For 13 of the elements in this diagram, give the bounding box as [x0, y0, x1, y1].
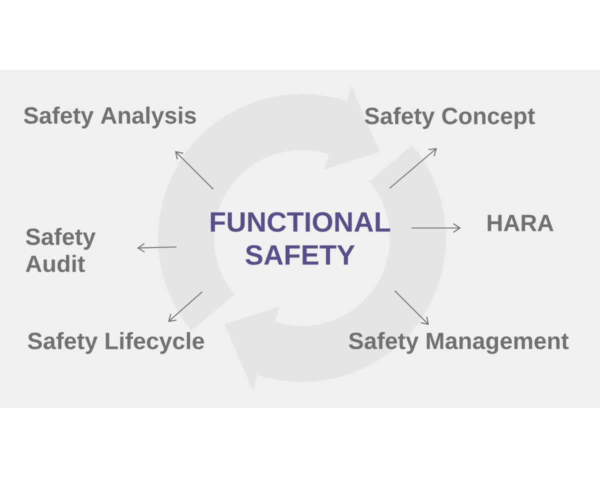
arrow [389, 148, 437, 189]
arrow [168, 291, 203, 322]
arrow [394, 290, 429, 325]
arrow [137, 243, 177, 253]
central-title: FUNCTIONAL SAFETY [210, 212, 390, 265]
arrow [411, 223, 461, 233]
topic-label: Safety Concept [364, 107, 535, 129]
topic-label: Safety Management [348, 332, 569, 354]
topic-label: Safety Audit [26, 228, 96, 272]
arrow [175, 151, 214, 190]
topic-label: Safety Analysis [24, 106, 196, 128]
topic-label: HARA [488, 214, 554, 232]
topic-label: Safety Lifecycle [28, 332, 204, 354]
